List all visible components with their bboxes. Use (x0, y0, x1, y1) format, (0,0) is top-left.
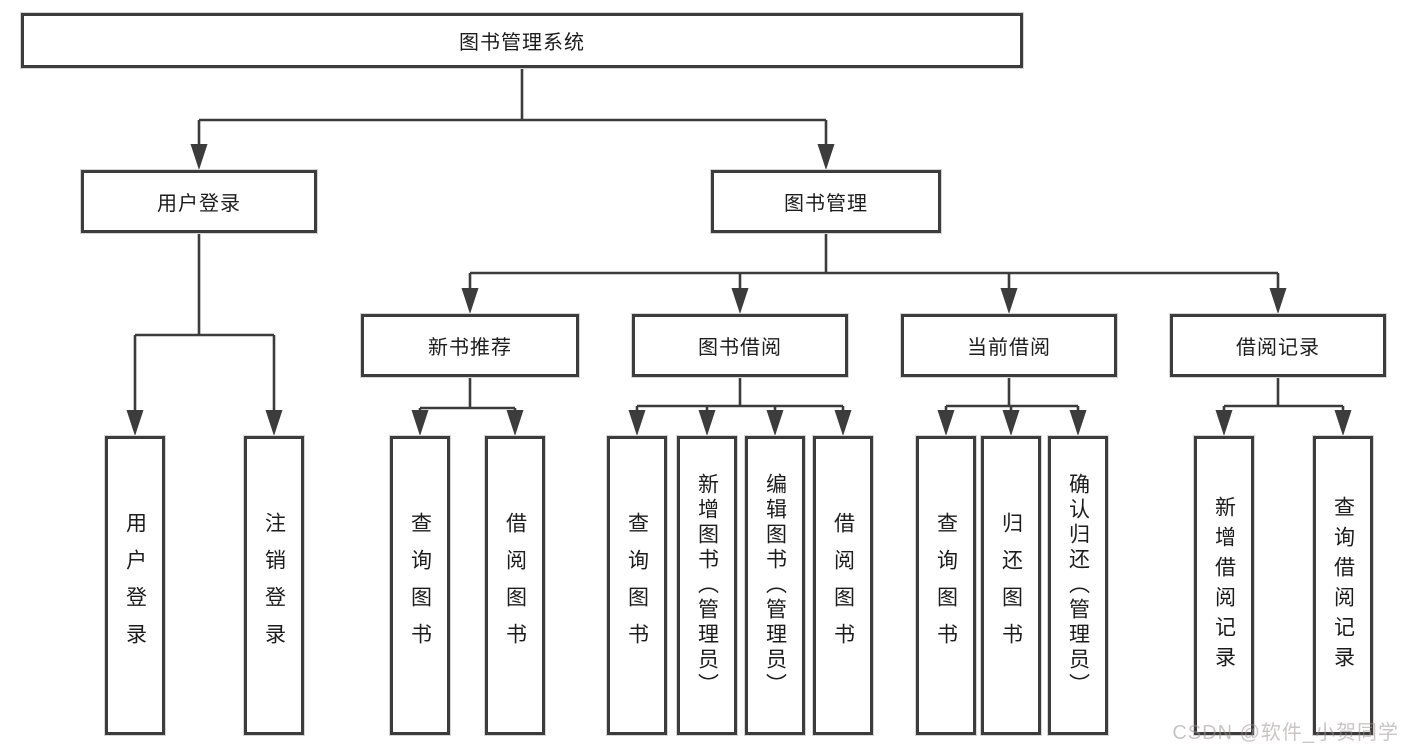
leaf-query-borrow-record-label: 查询借阅记录 (1331, 495, 1355, 676)
node-root: 图书管理系统 (21, 13, 1023, 68)
leaf-add-borrow-record-label: 新增借阅记录 (1212, 495, 1236, 676)
leaf-borrow-query-book: 查询图书 (607, 436, 667, 735)
node-borrow-records-label: 借阅记录 (1236, 337, 1320, 359)
leaf-user-login-label: 用户登录 (123, 511, 147, 660)
node-user-login: 用户登录 (81, 170, 317, 233)
leaf-recommend-borrow-book: 借阅图书 (485, 436, 545, 735)
leaf-current-query-book: 查询图书 (916, 436, 976, 735)
leaf-logout-label: 注销登录 (262, 511, 286, 660)
leaf-borrow-book-label: 借阅图书 (831, 511, 855, 660)
leaf-logout: 注销登录 (244, 436, 304, 735)
node-book-management-label: 图书管理 (784, 193, 868, 215)
node-new-book-recommend-label: 新书推荐 (428, 337, 512, 359)
node-current-borrow: 当前借阅 (901, 314, 1117, 377)
leaf-user-login: 用户登录 (105, 436, 165, 735)
leaf-confirm-return-admin-label: 确认归还（管理员） (1066, 473, 1090, 698)
node-book-management: 图书管理 (711, 170, 941, 233)
leaf-edit-book-admin-label: 编辑图书（管理员） (763, 473, 787, 698)
leaf-return-book-label: 归还图书 (999, 511, 1023, 660)
node-book-borrow: 图书借阅 (632, 314, 848, 377)
leaf-add-book-admin-label: 新增图书（管理员） (695, 473, 719, 698)
leaf-add-borrow-record: 新增借阅记录 (1194, 436, 1254, 735)
leaf-current-query-book-label: 查询图书 (934, 511, 958, 660)
node-new-book-recommend: 新书推荐 (361, 314, 579, 377)
watermark: CSDN @软件_小贺同学 (1172, 722, 1399, 744)
node-current-borrow-label: 当前借阅 (967, 337, 1051, 359)
leaf-confirm-return-admin: 确认归还（管理员） (1048, 436, 1108, 735)
leaf-query-borrow-record: 查询借阅记录 (1313, 436, 1373, 735)
leaf-recommend-query-book: 查询图书 (390, 436, 450, 735)
leaf-recommend-borrow-book-label: 借阅图书 (503, 511, 527, 660)
node-borrow-records: 借阅记录 (1170, 314, 1386, 377)
leaf-borrow-query-book-label: 查询图书 (625, 511, 649, 660)
node-root-label: 图书管理系统 (459, 32, 585, 54)
leaf-borrow-book: 借阅图书 (813, 436, 873, 735)
leaf-recommend-query-book-label: 查询图书 (408, 511, 432, 660)
leaf-add-book-admin: 新增图书（管理员） (677, 436, 737, 735)
node-book-borrow-label: 图书借阅 (698, 337, 782, 359)
leaf-return-book: 归还图书 (981, 436, 1041, 735)
leaf-edit-book-admin: 编辑图书（管理员） (745, 436, 805, 735)
node-user-login-label: 用户登录 (157, 193, 241, 215)
